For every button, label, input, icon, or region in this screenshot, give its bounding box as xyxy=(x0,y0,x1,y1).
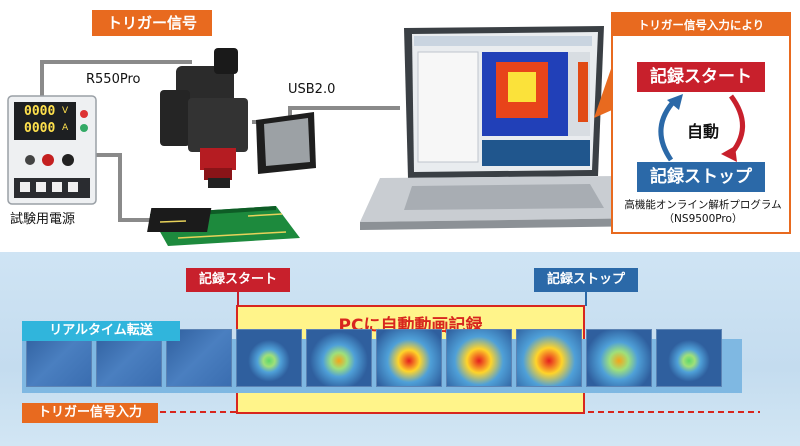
thermal-frame xyxy=(446,329,512,387)
software-line-2: （NS9500Pro） xyxy=(663,213,743,225)
trigger-input-label: トリガー信号入力 xyxy=(22,403,158,423)
callout-record-start: 記録スタート xyxy=(637,62,765,92)
timeline-record-stop: 記録ストップ xyxy=(534,268,638,292)
cycle-arrows xyxy=(658,94,745,162)
trigger-callout: トリガー信号入力により 記録スタート 自動 記録ストップ 高機能オンライン解析プ… xyxy=(611,12,791,234)
thermal-frame xyxy=(376,329,442,387)
equipment-illustration xyxy=(7,26,650,246)
timeline-markers xyxy=(160,292,760,413)
voltage-readout: 0000 xyxy=(24,104,56,119)
realtime-transfer-label: リアルタイム転送 xyxy=(22,321,180,341)
cycle-arrow-blue xyxy=(658,98,677,162)
camera-model-label: R550Pro xyxy=(86,72,141,87)
timeline-record-start: 記録スタート xyxy=(186,268,290,292)
thermal-frame xyxy=(236,329,302,387)
thermal-frame xyxy=(656,329,722,387)
cycle-arrow-red xyxy=(727,94,745,158)
current-unit: A xyxy=(62,123,69,133)
thermal-camera xyxy=(160,48,316,188)
software-line-1: 高機能オンライン解析プログラム xyxy=(624,199,782,211)
laptop xyxy=(360,26,650,230)
voltage-unit: V xyxy=(62,106,69,116)
circuit-board xyxy=(147,206,300,246)
callout-pointer xyxy=(594,66,612,118)
callout-header: トリガー信号入力により xyxy=(613,14,789,36)
thermal-frame xyxy=(516,329,582,387)
callout-auto-label: 自動 xyxy=(686,122,719,141)
usb-label: USB2.0 xyxy=(288,82,336,97)
current-readout: 0000 xyxy=(24,121,56,136)
power-supply-label: 試験用電源 xyxy=(10,212,76,227)
power-supply-unit xyxy=(7,95,97,205)
trigger-cable xyxy=(40,60,192,96)
trigger-signal-label: トリガー信号 xyxy=(92,10,212,36)
equipment-diagram: トリガー信号 R550Pro USB2.0 試験用電源 0000 V 0000 … xyxy=(7,10,791,246)
callout-record-stop: 記録ストップ xyxy=(637,162,765,192)
thermal-frame xyxy=(306,329,372,387)
thermal-frame xyxy=(586,329,652,387)
software-name: 高機能オンライン解析プログラム （NS9500Pro） xyxy=(617,198,789,226)
power-cable xyxy=(95,153,172,222)
